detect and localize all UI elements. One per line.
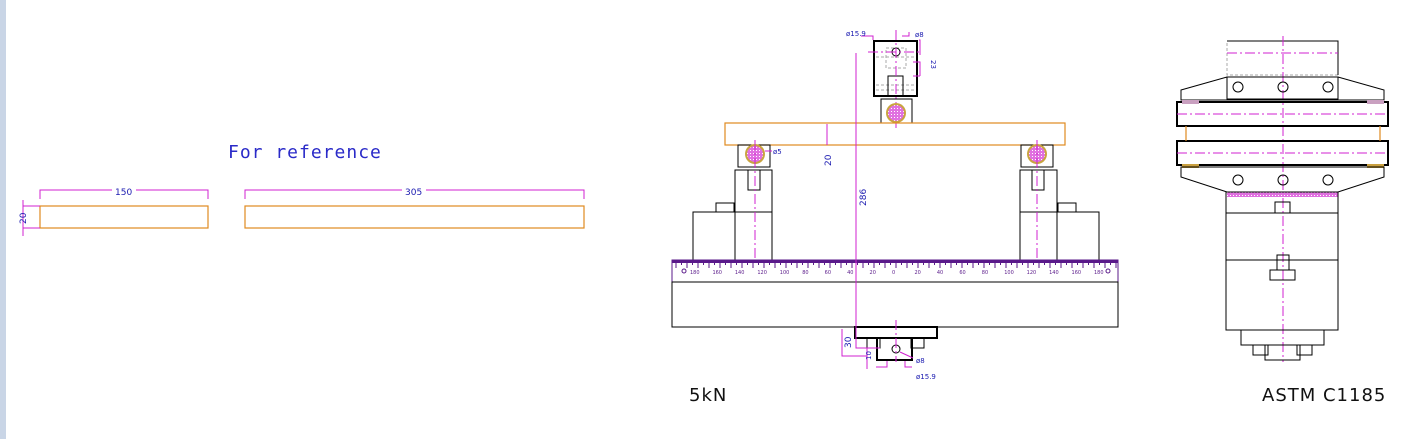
short-length-label: 150 [115,188,132,198]
roller-dia-label: ø5 [773,148,782,156]
ruler-label: 120 [1027,270,1037,276]
ruler-label: 20 [870,270,876,276]
reference-title: For reference [228,142,382,163]
specimen-beam [724,122,1066,146]
reference-group: For reference 150 20 305 [19,142,585,236]
specimen-thickness-label: 20 [824,154,834,166]
left-support: ø5 [692,140,782,261]
capacity-label: 5kN [689,385,727,406]
loading-roller [888,105,904,121]
ruler-label: 180 [690,270,700,276]
ruler-label: 40 [847,270,853,276]
ruler-label: 180 [1094,270,1104,276]
side-view: ASTM C1185 [1176,36,1389,406]
ruler-label: 160 [1072,270,1082,276]
ruler-label: 120 [757,270,767,276]
ruler-label: 0 [892,270,895,276]
front-view: ø15.9 ø8 23 20 ø5 [671,30,1119,406]
ruler-labels: 180 160 140 120 100 80 60 40 20 0 20 40 60 80 100 120 14… [690,270,1104,276]
base-plate [671,281,1119,328]
ruler-label: 140 [1049,270,1059,276]
short-specimen [39,205,209,229]
bottom-offset-label: 10 [865,351,873,360]
ruler-label: 100 [1004,270,1014,276]
ruler-label: 160 [712,270,722,276]
overall-height-label: 286 [859,189,869,206]
upper-height-label: 23 [929,60,937,69]
long-length-label: 305 [405,188,422,198]
standard-label: ASTM C1185 [1262,385,1386,406]
right-support [1019,140,1100,261]
ruler-label: 140 [735,270,745,276]
thickness-label: 20 [19,212,29,224]
ruler-label: 60 [959,270,965,276]
ruler-label: 100 [780,270,790,276]
ruler-label: 60 [825,270,831,276]
upper-dims [861,32,921,77]
ruler-label: 80 [982,270,988,276]
long-specimen [244,205,585,229]
upper-hole-dia-label: ø15.9 [846,30,866,38]
upper-pin-dia-label: ø8 [915,31,924,39]
lower-pin-dia-label: ø8 [916,357,925,365]
lower-hole-dia-label: ø15.9 [916,373,936,381]
ruler-label: 20 [914,270,920,276]
ruler-label: 40 [937,270,943,276]
ruler-label: 80 [802,270,808,276]
ruler-ticks [675,262,1117,268]
bottom-height-label: 30 [844,336,854,348]
window-edge [0,0,6,439]
